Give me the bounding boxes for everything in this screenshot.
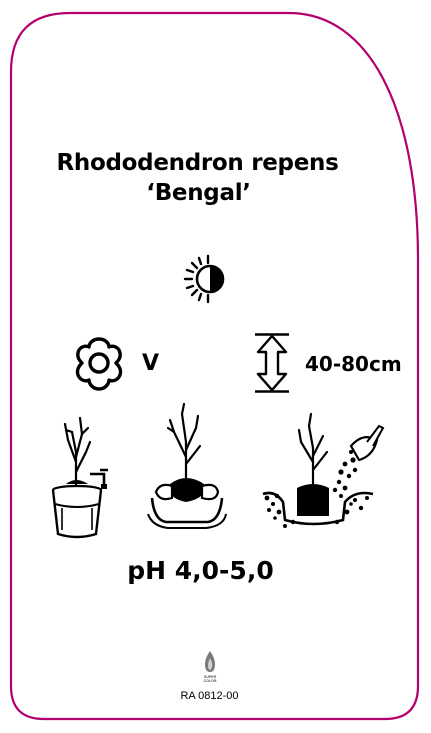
height-range: 40-80cm [305, 352, 402, 376]
plant-name: Rhododendron repens [56, 150, 339, 176]
flowering-month: V [142, 351, 160, 376]
brand-name: SUPER COLOR [203, 675, 217, 683]
plant-cultivar: ‘Bengal’ [146, 180, 251, 206]
article-code: RA 0812-00 [180, 690, 239, 702]
flame-logo-icon [205, 651, 215, 672]
half-sun-icon [183, 254, 225, 304]
bucket-watering-icon [51, 416, 108, 539]
backfill-soil-icon [262, 412, 385, 528]
flower-icon [75, 337, 123, 391]
height-arrow-icon [255, 333, 289, 393]
soil-ph: pH 4,0-5,0 [127, 556, 274, 585]
planting-hole-icon [147, 402, 227, 529]
